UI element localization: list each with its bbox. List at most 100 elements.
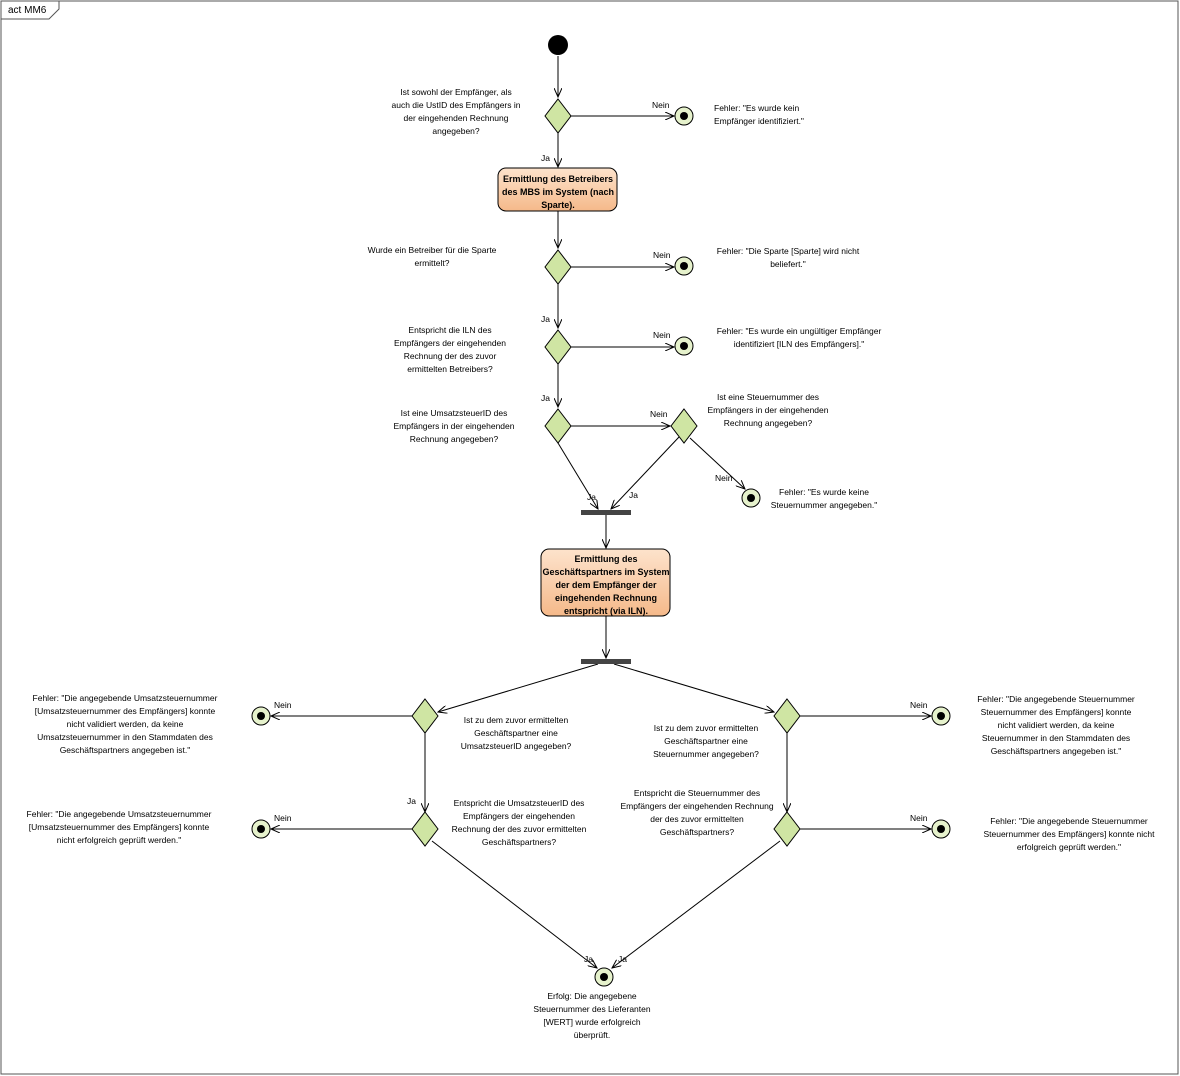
decision-label-d1-line: Ist sowohl der Empfänger, als [400,87,512,97]
final-label-f9-line: Steuernummer des Lieferanten [533,1004,650,1014]
final-label-f1-line: Fehler: "Es wurde kein [714,103,799,113]
final-node-dot-f3 [680,342,688,350]
final-node-dot-f1 [680,112,688,120]
final-label-f1-line: Empfänger identifiziert." [714,116,804,126]
final-label-f7-line: Fehler: "Die angegebende Umsatzsteuernum… [27,809,212,819]
decision-node-d1 [544,98,572,134]
guard-label-g6: Ja [541,393,550,403]
final-label-f5-line: Umsatzsteuernummer in den Stammdaten des [37,732,213,742]
decision-label-d2-line: Wurde ein Betreiber für die Sparte [368,245,497,255]
guard-label-g10: Nein [715,473,733,483]
final-label-f2-line: beliefert." [770,259,806,269]
final-node-dot-f5 [257,712,265,720]
decision-label-d7-line: Ist zu dem zuvor ermittelten [654,723,759,733]
edge-d4-bar [557,442,598,509]
decision-label-d3-line: ermittelten Betreibers? [407,364,493,374]
decision-label-d5-line: Empfängers in der eingehenden [708,405,829,415]
final-label-f2: Fehler: "Die Sparte [Sparte] wird nicht b… [717,246,860,269]
guard-label-g5: Nein [653,330,671,340]
final-label-f3: Fehler: "Es wurde ein ungültiger Empfäng… [717,326,882,349]
fork-join-bar [581,659,631,664]
decision-node-d4 [544,408,572,444]
final-label-f3-line: Fehler: "Es wurde ein ungültiger Empfäng… [717,326,882,336]
decision-label-d9-line: der des zuvor ermittelten [650,814,744,824]
decision-label-d2-line: ermittelt? [415,258,450,268]
decision-label-d6-line: Ist zu dem zuvor ermittelten [464,715,569,725]
decision-label-d3-line: Entspricht die ILN des [408,325,491,335]
final-node-dot-f4 [747,494,755,502]
action-label-a2-line: Geschäftspartners im System [542,567,669,577]
decision-label-d2: Wurde ein Betreiber für die Sparte ermitt… [368,245,497,268]
final-label-f7-line: nicht erfolgreich geprüft werden." [57,835,181,845]
action-label-a2-line: eingehenden Rechnung [555,593,657,603]
decision-label-d1-line: angegeben? [432,126,480,136]
decision-label-d5-line: Rechnung angegeben? [724,418,813,428]
nodes [251,35,951,987]
decision-label-d4-line: Ist eine UmsatzsteuerID des [401,408,508,418]
final-label-f8-line: Fehler: "Die angegebende Steuernummer [990,816,1148,826]
guard-label-g9: Ja [629,490,638,500]
fork-join-bar [581,510,631,515]
final-label-f6-line: Steuernummer in den Stammdaten des [982,733,1130,743]
decision-label-d8-line: Entspricht die UmsatzsteuerID des [454,798,585,808]
final-node-dot-f6 [937,712,945,720]
decision-label-d8-line: Geschäftspartners? [482,837,556,847]
action-label-a1-line: des MBS im System (nach [502,187,614,197]
edge-d5-bar [611,436,680,509]
guard-label-g1: Nein [652,100,670,110]
edge-d5-f4 [689,437,745,489]
decision-label-d6-line: UmsatzsteuerID angegeben? [461,741,572,751]
action-label-a2-line: entspricht (via ILN). [564,606,648,616]
guard-label-g4: Ja [541,314,550,324]
guard-label-g11: Nein [274,700,292,710]
decision-node-d7 [773,698,801,734]
final-label-f5-line: nicht validiert werden, da keine [67,719,184,729]
action-label-a2-line: Ermittlung des [574,554,637,564]
final-label-f6-line: Geschäftspartners angegeben ist." [991,746,1122,756]
guard-label-g3: Nein [653,250,671,260]
edges [271,56,931,968]
guard-label-g8: Ja [587,492,596,502]
edge-fork-d7 [613,663,774,712]
final-label-f7: Fehler: "Die angegebende Umsatzsteuernum… [27,809,212,845]
decision-node-d2 [544,249,572,285]
final-label-f6-line: nicht validiert werden, da keine [998,720,1115,730]
decision-label-d9-line: Empfängers der eingehenden Rechnung [620,801,773,811]
final-label-f2-line: Fehler: "Die Sparte [Sparte] wird nicht [717,246,860,256]
guard-label-g12: Nein [910,700,928,710]
final-label-f3-line: identifiziert [ILN des Empfängers]." [734,339,865,349]
final-label-f5: Fehler: "Die angegebende Umsatzsteuernum… [33,693,218,755]
decision-label-d1-line: der eingehenden Rechnung [404,113,509,123]
final-node-dot-f9 [600,973,608,981]
decision-label-d6-line: Geschäftspartner eine [474,728,558,738]
decision-label-d5-line: Ist eine Steuernummer des [717,392,819,402]
decision-node-d9 [773,811,801,847]
guard-label-g13: Ja [407,796,416,806]
final-node-dot-f2 [680,262,688,270]
decision-node-d8 [411,811,439,847]
guard-label-g17: Ja [618,954,627,964]
action-label-a1-line: Ermittlung des Betreibers [503,174,613,184]
decision-label-d4-line: Rechnung angegeben? [410,434,499,444]
guard-label-g7: Nein [650,409,668,419]
action-node-a2 [540,548,671,617]
final-label-f8-line: Steuernummer des Empfängers] konnte nich… [983,829,1155,839]
final-label-f9-line: Erfolg: Die angegebene [547,991,637,1001]
guard-label-g14: Nein [274,813,292,823]
action-label-a1: Ermittlung des Betreibers des MBS im Syst… [502,174,614,210]
decision-label-d8-line: Empfängers der eingehenden [463,811,575,821]
